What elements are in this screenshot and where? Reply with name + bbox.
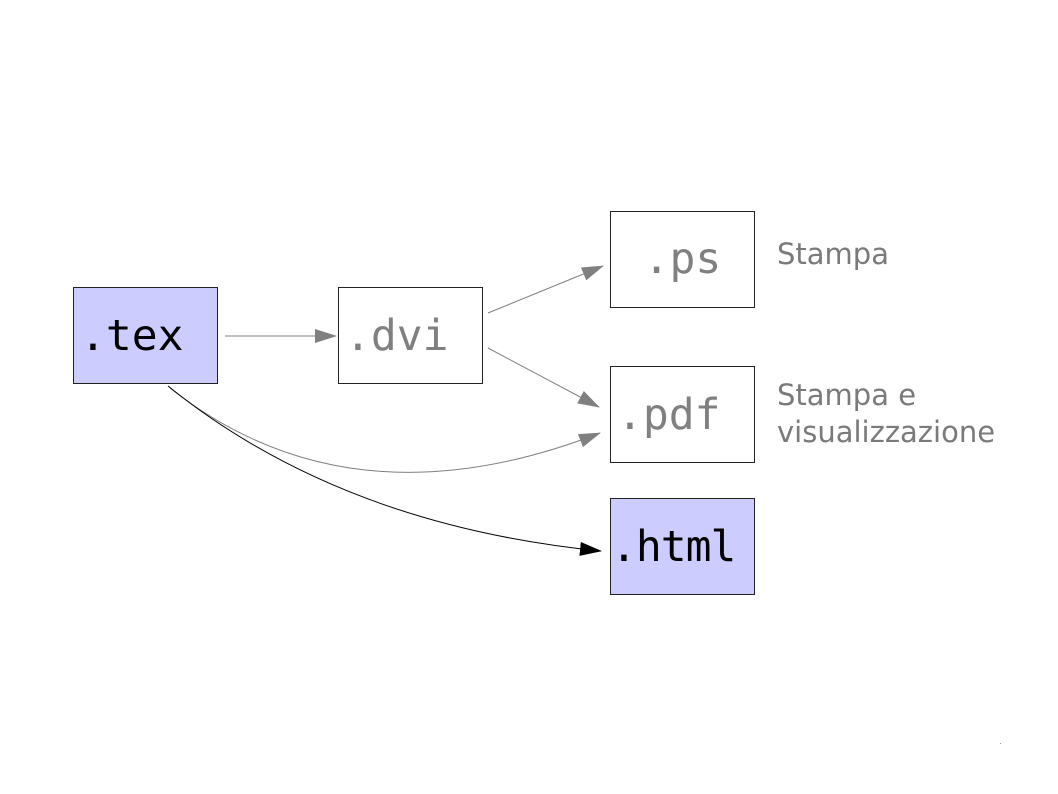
dvi-node: .dvi: [338, 287, 483, 384]
arrow-dvi-to-pdf: [487, 347, 600, 408]
pdf-caption-line1: Stampa e: [777, 378, 917, 412]
pdf-node: .pdf: [610, 366, 755, 463]
tex-node: .tex: [73, 287, 218, 384]
stray-dot: [1000, 743, 1001, 744]
ps-node: .ps: [610, 211, 755, 308]
pdf-caption-line2: visualizzazione: [777, 415, 996, 449]
dvi-node-label: .dvi: [345, 310, 449, 361]
arrow-dvi-to-ps: [487, 265, 604, 314]
arrow-tex-to-pdf: [169, 387, 601, 473]
pdf-caption: Stampa e visualizzazione: [777, 377, 995, 451]
ps-caption: Stampa: [777, 237, 889, 271]
tex-node-label: .tex: [80, 310, 184, 361]
html-node: .html: [610, 498, 755, 595]
html-node-label: .html: [611, 521, 736, 572]
ps-node-label: .ps: [643, 233, 722, 284]
pdf-node-label: .pdf: [617, 389, 721, 440]
arrow-tex-to-html: [167, 385, 602, 556]
